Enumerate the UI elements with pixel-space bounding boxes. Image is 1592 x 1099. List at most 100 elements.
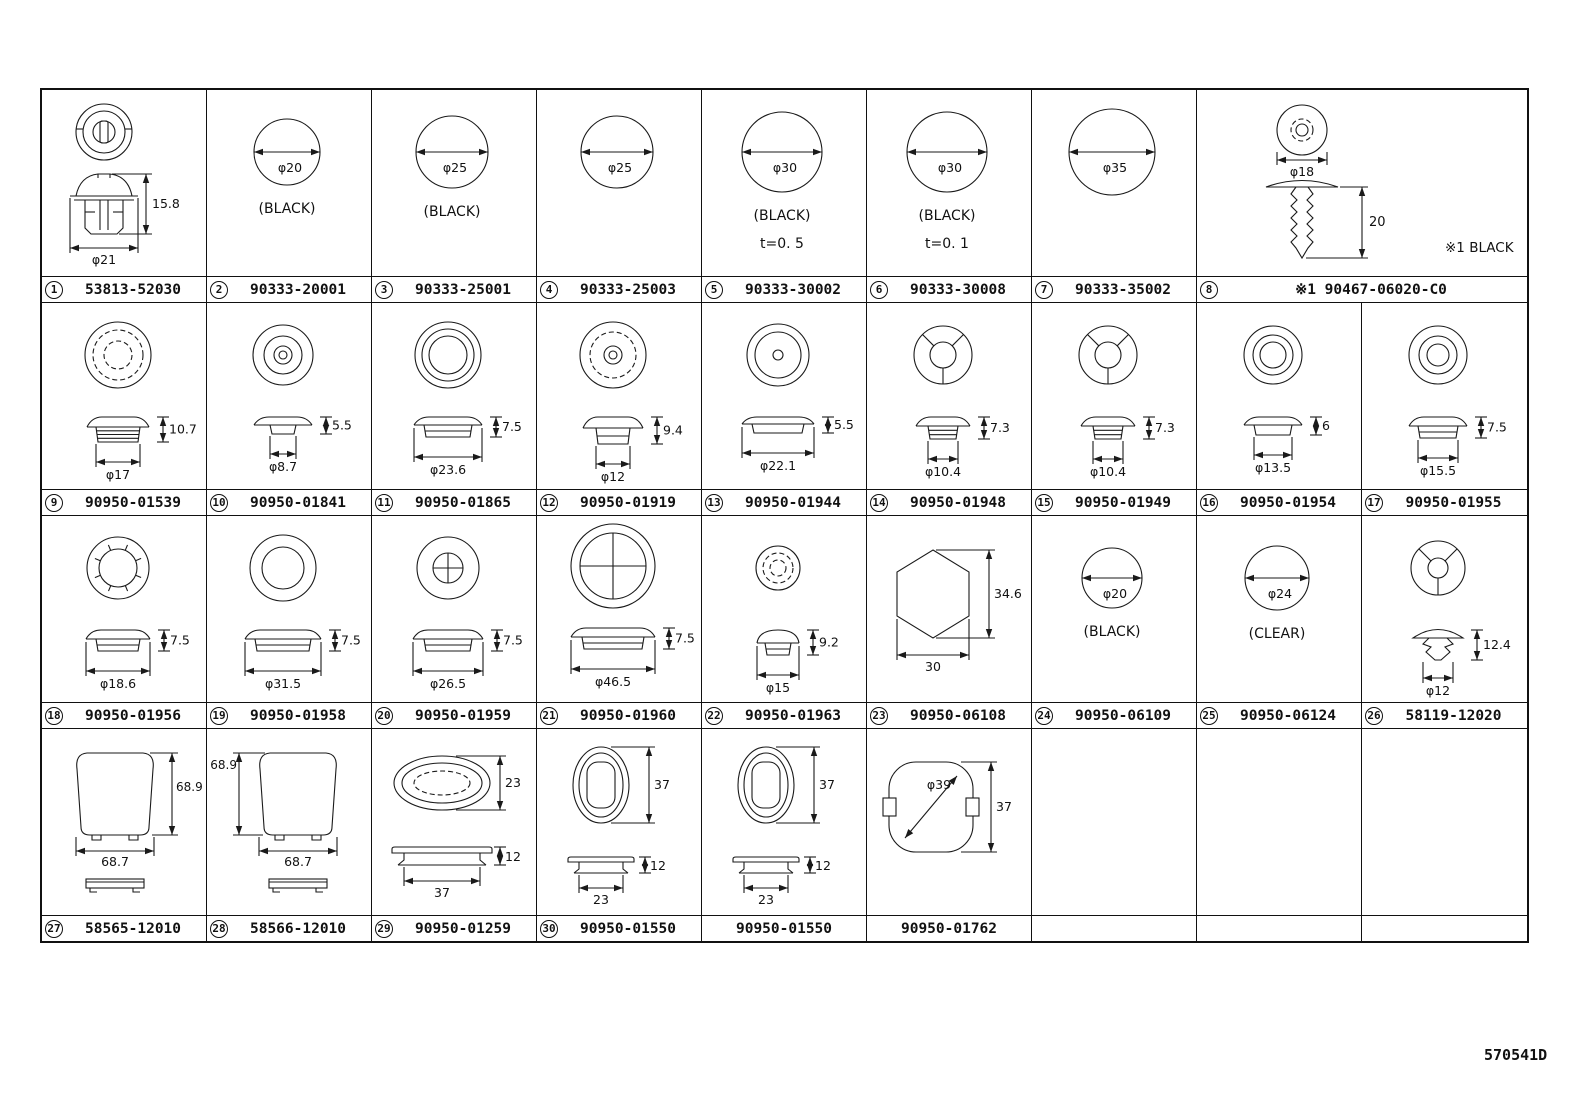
item-number-badge: 26: [1365, 706, 1383, 725]
dim-label: 7.5: [502, 419, 522, 434]
item-number-badge: 2: [210, 280, 228, 299]
part-number: 90950-01865: [414, 494, 512, 511]
dim-label: 7.5: [503, 633, 523, 648]
dim-label: φ20: [278, 160, 302, 175]
item-number-badge: 19: [210, 706, 228, 725]
part-drawing-area: φ35: [1032, 90, 1196, 277]
part-number: 90950-01959: [414, 707, 512, 724]
dim-label: φ20: [1103, 586, 1127, 601]
dim-label: 20: [1369, 215, 1386, 230]
dim-label: (BLACK): [259, 201, 316, 217]
item-number-badge: 12: [540, 493, 558, 512]
dim-label: 7.5: [170, 633, 190, 648]
dim-label: 37: [434, 885, 450, 900]
part-number: 90950-01949: [1074, 494, 1172, 511]
empty-cell-4-7: [1032, 729, 1197, 941]
part-number: 90950-01259: [414, 920, 512, 937]
part-drawing-area: φ20 (BLACK): [1032, 516, 1196, 703]
dim-label: t=0. 1: [925, 236, 969, 252]
part-drawing-area: [1197, 729, 1361, 916]
part-number: 90950-06109: [1074, 707, 1172, 724]
dim-label: φ23.6: [430, 462, 466, 477]
part-drawing-area: φ24(CLEAR): [1197, 516, 1361, 703]
dim-label: 12: [815, 858, 831, 873]
dim-label: 37: [819, 777, 835, 792]
dim-label: φ15: [766, 680, 790, 695]
part-number: 90333-30002: [744, 281, 842, 298]
item-number-badge: 6: [870, 280, 888, 299]
dim-label: 9.4: [663, 423, 683, 438]
part-number: 90950-01841: [249, 494, 347, 511]
part-number: 90333-20001: [249, 281, 347, 298]
dim-label: 7.5: [341, 633, 361, 648]
dim-label: φ18: [1290, 164, 1314, 179]
item-number-badge: 7: [1035, 280, 1053, 299]
dim-label: (CLEAR): [1249, 626, 1306, 642]
dim-label: 15.8: [152, 196, 180, 211]
part-label-row: [1197, 916, 1361, 941]
part-number: 90333-30008: [909, 281, 1007, 298]
part-label-row: 2 90333-20001: [207, 277, 371, 302]
dim-label: 30: [925, 659, 941, 674]
item-number-badge: 25: [1200, 706, 1218, 725]
dim-label: φ39: [927, 777, 951, 792]
item-number-badge: 13: [705, 493, 723, 512]
dim-label: φ12: [1426, 683, 1450, 698]
part-cell-90950-01865: 7.5 φ23.6 11 90950-01865: [372, 303, 537, 515]
dim-label: (BLACK): [1084, 624, 1141, 640]
part-label-row: 20 90950-01959: [372, 703, 536, 728]
part-number: 90333-35002: [1074, 281, 1172, 298]
item-number-badge: 20: [375, 706, 393, 725]
dim-label: 34.6: [994, 586, 1022, 601]
dim-label: 68.7: [101, 854, 129, 869]
part-number: 90950-01539: [84, 494, 182, 511]
dim-label: 68.7: [284, 854, 312, 869]
part-number: 90950-01955: [1405, 494, 1502, 511]
dim-label: t=0. 5: [760, 236, 804, 252]
part-number: 90950-01550: [579, 920, 677, 937]
dim-label: 10.7: [169, 422, 197, 437]
dim-label: φ46.5: [595, 674, 631, 689]
part-drawing-area: φ25: [537, 90, 701, 277]
part-number: 90950-01550: [735, 920, 833, 937]
item-number-badge: 11: [375, 493, 393, 512]
dim-label: φ10.4: [925, 464, 961, 479]
item-number-badge: 28: [210, 919, 228, 938]
part-label-row: 8※1 90467-06020-C0: [1197, 277, 1527, 302]
